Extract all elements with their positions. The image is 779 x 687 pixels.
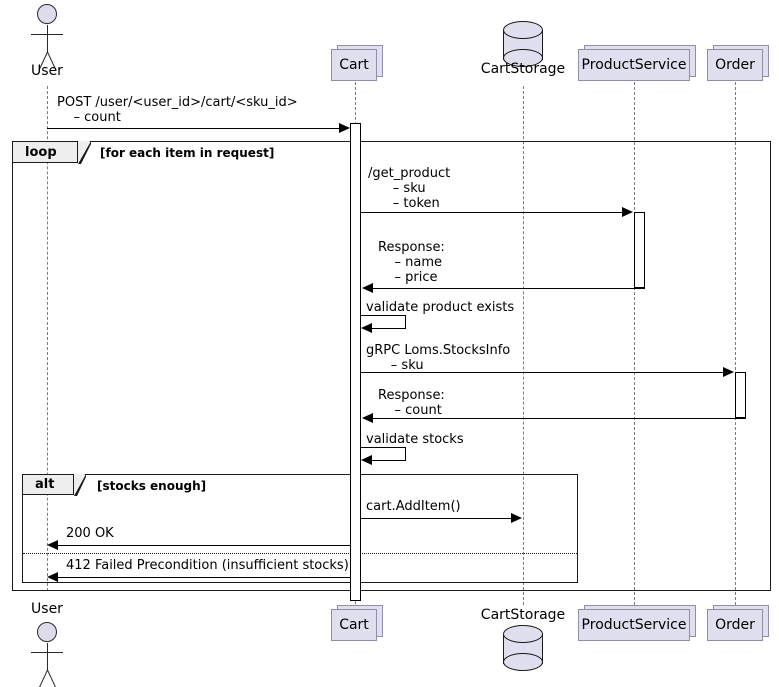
message-label-validate-product: validate product exists xyxy=(366,300,515,315)
lifeline-order xyxy=(735,82,736,605)
actor-body-icon xyxy=(47,25,48,53)
alt-frame-label-box: alt xyxy=(22,474,74,495)
alt-frame-keyword: alt xyxy=(35,477,55,492)
loop-frame-notch-icon xyxy=(78,141,90,163)
participant-cartstorage-bottom-label: CartStorage xyxy=(480,607,566,623)
loop-frame-condition: [for each item in request] xyxy=(100,146,275,160)
lifeline-cartstorage xyxy=(523,86,524,605)
activation-order xyxy=(735,372,746,418)
self-message-right-validate-product xyxy=(405,315,406,328)
loop-frame-keyword: loop xyxy=(25,144,57,160)
actor-leg-left-icon-bottom xyxy=(38,669,48,687)
participant-cart-top-label: Cart xyxy=(339,57,369,73)
participant-cart-bottom-box[interactable]: Cart xyxy=(331,609,377,641)
actor-arms-icon-bottom xyxy=(31,652,63,653)
message-label-validate-stocks: validate stocks xyxy=(366,432,464,447)
participant-productservice-top-label: ProductService xyxy=(581,57,687,73)
database-bottom-icon-bottom xyxy=(503,653,543,671)
participant-order-top-box[interactable]: Order xyxy=(707,49,763,81)
message-label-post-cart: POST /user/<user_id>/cart/<sku_id> – cou… xyxy=(57,95,298,125)
message-arrowhead-stocksinfo xyxy=(723,367,734,377)
participant-cartstorage-top-label: CartStorage xyxy=(480,61,566,77)
message-label-200-ok: 200 OK xyxy=(66,526,114,541)
loop-frame xyxy=(12,141,771,591)
alt-frame-notch-icon xyxy=(74,474,85,495)
participant-order-top-label: Order xyxy=(715,57,755,73)
actor-head-icon xyxy=(37,4,57,24)
message-line-412-failed xyxy=(58,577,350,578)
alt-frame-condition: [stocks enough] xyxy=(97,479,207,493)
lifeline-productservice xyxy=(634,82,635,605)
participant-productservice-top-box[interactable]: ProductService xyxy=(578,49,690,81)
participant-productservice-bottom-label: ProductService xyxy=(581,617,687,633)
participant-order-bottom-box[interactable]: Order xyxy=(707,609,763,641)
actor-leg-right-icon-bottom xyxy=(47,669,57,687)
message-line-stocks-response xyxy=(373,418,746,419)
message-label-add-item: cart.AddItem() xyxy=(366,499,461,514)
message-line-get-product xyxy=(361,212,622,213)
message-label-412-failed: 412 Failed Precondition (insufficient st… xyxy=(66,558,349,573)
message-arrowhead-product-response xyxy=(362,283,373,293)
self-message-bottom-validate-product xyxy=(372,328,406,329)
participant-order-bottom-label: Order xyxy=(715,617,755,633)
database-top-icon-bottom xyxy=(503,625,543,643)
database-top-icon-top xyxy=(503,21,543,39)
actor-arms-icon xyxy=(31,34,63,35)
message-arrowhead-post-cart xyxy=(339,123,350,133)
activation-cart xyxy=(350,123,361,601)
loop-frame-label-box: loop xyxy=(12,141,78,163)
participant-cart-bottom-label: Cart xyxy=(339,617,369,633)
message-arrowhead-stocks-response xyxy=(362,413,373,423)
message-label-get-product: /get_product – sku – token xyxy=(368,166,451,211)
message-line-post-cart xyxy=(47,128,343,129)
message-arrowhead-add-item xyxy=(511,513,522,523)
activation-productservice xyxy=(634,212,645,288)
participant-cart-top-box[interactable]: Cart xyxy=(331,49,377,81)
message-arrowhead-200-ok xyxy=(47,540,58,550)
actor-head-icon-bottom xyxy=(37,622,57,642)
message-arrowhead-validate-product xyxy=(361,323,372,333)
self-message-bottom-validate-stocks xyxy=(372,460,406,461)
lifeline-user xyxy=(47,86,48,591)
actor-label-user-bottom: User xyxy=(31,601,63,617)
message-arrowhead-412-failed xyxy=(47,572,58,582)
message-line-stocksinfo xyxy=(361,372,723,373)
message-label-stocksinfo: gRPC Loms.StocksInfo – sku xyxy=(366,343,511,373)
self-message-top-validate-product xyxy=(361,315,406,316)
self-message-right-validate-stocks xyxy=(405,447,406,460)
actor-label-user-top: User xyxy=(31,63,63,79)
self-message-top-validate-stocks xyxy=(361,447,406,448)
message-arrowhead-validate-stocks xyxy=(361,455,372,465)
message-label-stocks-response: Response: – count xyxy=(378,388,445,418)
message-line-add-item xyxy=(361,518,511,519)
participant-productservice-bottom-box[interactable]: ProductService xyxy=(578,609,690,641)
database-bottom-icon-top xyxy=(503,49,543,67)
alt-frame-divider xyxy=(23,553,577,554)
actor-body-icon-bottom xyxy=(47,643,48,671)
message-label-product-response: Response: – name – price xyxy=(378,240,445,285)
alt-frame xyxy=(22,474,578,583)
message-line-product-response xyxy=(373,288,645,289)
message-arrowhead-get-product xyxy=(622,207,633,217)
message-line-200-ok xyxy=(58,545,350,546)
